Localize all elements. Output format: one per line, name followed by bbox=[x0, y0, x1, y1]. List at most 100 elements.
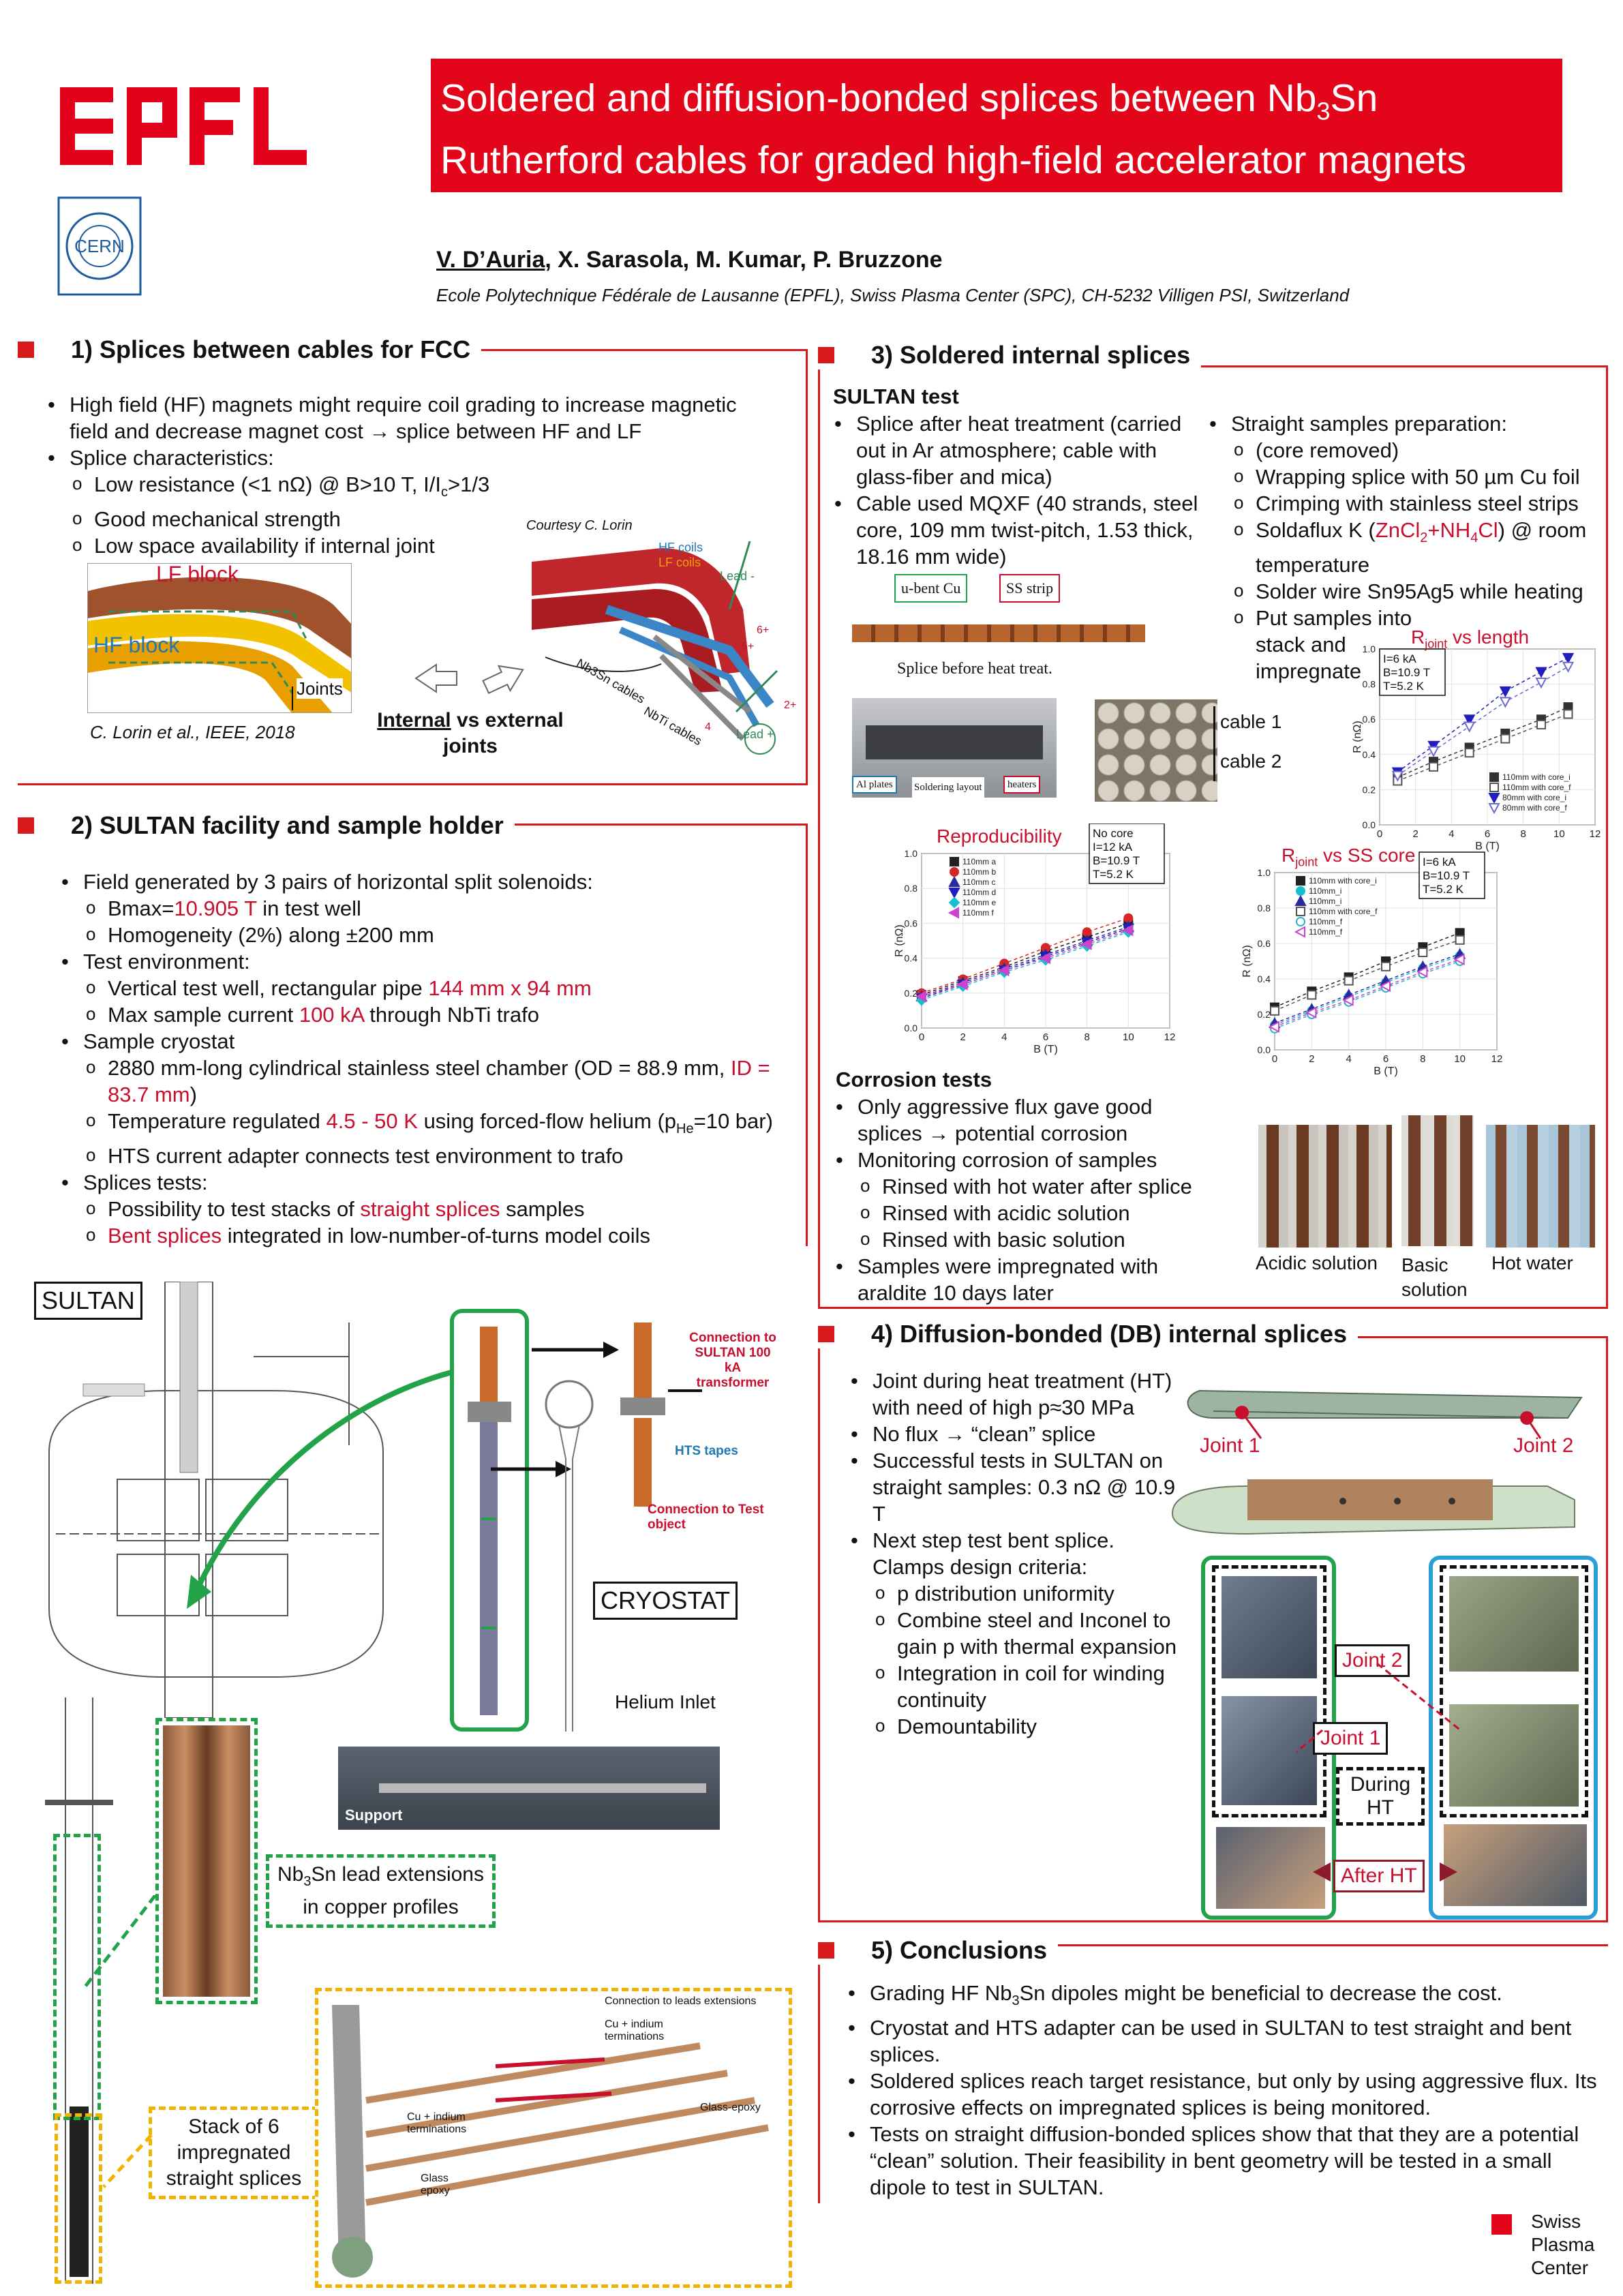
legend-marker bbox=[1294, 926, 1305, 938]
legend-marker bbox=[1296, 886, 1305, 896]
list-item: Crimping with stainless steel strips bbox=[1231, 489, 1602, 517]
svg-text:CERN: CERN bbox=[74, 236, 125, 256]
data-point bbox=[1535, 678, 1547, 689]
section-3-frame bbox=[818, 365, 1608, 1309]
n2-label: 2+ bbox=[784, 699, 797, 711]
list-item: Successful tests in SULTAN on straight s… bbox=[848, 1447, 1182, 1527]
list-item: HTS current adapter connects test enviro… bbox=[83, 1142, 795, 1169]
legend-label: 110mm with core_i bbox=[1502, 772, 1571, 782]
data-point bbox=[915, 991, 926, 1003]
after-ht-box: After HT bbox=[1333, 1860, 1425, 1892]
legend-marker bbox=[948, 875, 960, 887]
info-box: I=6 kAB=10.9 TT=5.2 K bbox=[1419, 851, 1485, 899]
y-tick-label: 0.6 bbox=[1258, 938, 1271, 949]
x-tick-label: 4 bbox=[1001, 1031, 1007, 1043]
data-point bbox=[1080, 938, 1092, 950]
hot-water-label: Hot water bbox=[1491, 1252, 1573, 1273]
joint-pointer-icon bbox=[1295, 1650, 1466, 1766]
list-item: Rinsed with acidic solution bbox=[858, 1199, 1215, 1226]
legend-label: 110mm b bbox=[962, 867, 996, 877]
legend-label: 110mm_i bbox=[1309, 896, 1341, 906]
series-line bbox=[1274, 953, 1460, 1024]
x-tick-label: 0 bbox=[1377, 828, 1382, 840]
stack-photo-frame: Connection to leads extensions Cu + indi… bbox=[315, 1988, 792, 2288]
section-1-list: High field (HF) magnets might require co… bbox=[45, 391, 781, 559]
chart-title: Reproducibility bbox=[937, 826, 1062, 847]
preparation-list: Straight samples preparation: (core remo… bbox=[1207, 410, 1602, 684]
legend-marker bbox=[1488, 803, 1500, 815]
legend-marker bbox=[1489, 772, 1499, 782]
data-point bbox=[956, 978, 968, 991]
data-point bbox=[1535, 667, 1547, 678]
cu-indium-label-2: Cu + indium terminations bbox=[407, 2111, 467, 2135]
data-point bbox=[1429, 761, 1438, 772]
cable1-label: cable 1 bbox=[1220, 711, 1282, 732]
lf-block-label: LF block bbox=[156, 563, 239, 586]
al-plates-label: Al plates bbox=[852, 776, 897, 794]
data-point bbox=[1344, 976, 1354, 986]
hot-water-photo bbox=[1486, 1125, 1595, 1248]
db-splice-figure-1: Joint 1 Joint 2 bbox=[1172, 1370, 1595, 1459]
list-item: Rinsed with basic solution bbox=[858, 1226, 1215, 1253]
y-tick-label: 0.4 bbox=[1363, 749, 1376, 760]
y-axis-label: R (nΩ) bbox=[1241, 945, 1253, 978]
list-item: Demountability bbox=[873, 1712, 1182, 1740]
helium-inlet-figure bbox=[539, 1377, 600, 1738]
legend-marker bbox=[947, 907, 959, 919]
series-line bbox=[1274, 958, 1460, 1027]
legend-marker bbox=[950, 867, 959, 877]
legend-label: 80mm with core_i bbox=[1502, 793, 1566, 802]
data-point bbox=[1418, 948, 1428, 957]
data-point bbox=[1463, 714, 1476, 726]
cu-indium-label-1: Cu + indium terminations bbox=[605, 2019, 665, 2042]
data-point bbox=[1500, 734, 1511, 744]
series-line bbox=[1397, 713, 1568, 782]
green-dashed-connector bbox=[82, 1894, 157, 1991]
legend-label: 110mm with core_f bbox=[1502, 783, 1571, 792]
list-item: Possibility to test stacks of straight s… bbox=[83, 1195, 795, 1222]
ubent-label: u-bent Cu bbox=[894, 574, 968, 603]
series-line bbox=[1274, 939, 1460, 1012]
y-axis-label: R (nΩ) bbox=[1352, 721, 1363, 753]
x-tick-label: 0 bbox=[1272, 1053, 1277, 1065]
info-line: B=10.9 T bbox=[1423, 869, 1470, 882]
x-axis-label: B (T) bbox=[1475, 841, 1500, 852]
info-line: B=10.9 T bbox=[1093, 854, 1140, 867]
after-ht-arrow-icon bbox=[1310, 1858, 1460, 1886]
legend-label: 110mm f bbox=[962, 908, 994, 918]
authors: V. D’Auria, X. Sarasola, M. Kumar, P. Br… bbox=[436, 247, 943, 273]
conclusions-list: Grading HF Nb3Sn dipoles might be benefi… bbox=[845, 1980, 1602, 2201]
legend-marker bbox=[1296, 876, 1305, 886]
legend-marker bbox=[1296, 907, 1305, 916]
y-tick-label: 1.0 bbox=[1258, 867, 1271, 878]
support-photo: Support bbox=[338, 1747, 720, 1830]
cable-section-photo bbox=[1095, 699, 1217, 802]
glass-epoxy-label-1: Glass-epoxy bbox=[700, 2102, 761, 2113]
chart-title: Rjoint vs SS core bbox=[1281, 845, 1416, 869]
list-item: Tests on straight diffusion-bonded splic… bbox=[845, 2121, 1602, 2201]
swap-arrows-icon bbox=[409, 661, 532, 695]
y-tick-label: 0.0 bbox=[1258, 1044, 1271, 1055]
list-item: Grading HF Nb3Sn dipoles might be benefi… bbox=[845, 1980, 1602, 2014]
list-item: Test environment: Vertical test well, re… bbox=[59, 948, 795, 1028]
corrosion-list: Only aggressive flux gave good splices →… bbox=[833, 1093, 1215, 1306]
legend-label: 110mm with core_i bbox=[1309, 876, 1377, 886]
sultan-test-list: Splice after heat treatment (carried out… bbox=[832, 410, 1200, 570]
legend-label: 110mm with core_f bbox=[1309, 907, 1378, 916]
x-tick-label: 2 bbox=[1309, 1053, 1314, 1065]
data-point bbox=[1536, 719, 1546, 729]
list-item: Integration in coil for winding continui… bbox=[873, 1659, 1182, 1713]
x-tick-label: 6 bbox=[1383, 1053, 1389, 1065]
x-tick-label: 2 bbox=[960, 1031, 965, 1043]
data-point bbox=[1305, 1006, 1317, 1019]
data-point bbox=[1499, 686, 1512, 698]
legend-marker bbox=[1296, 917, 1305, 926]
clamp-render-3 bbox=[1449, 1576, 1579, 1672]
lf-coils-label: LF coils bbox=[658, 556, 701, 569]
y-tick-label: 0.6 bbox=[905, 918, 918, 928]
